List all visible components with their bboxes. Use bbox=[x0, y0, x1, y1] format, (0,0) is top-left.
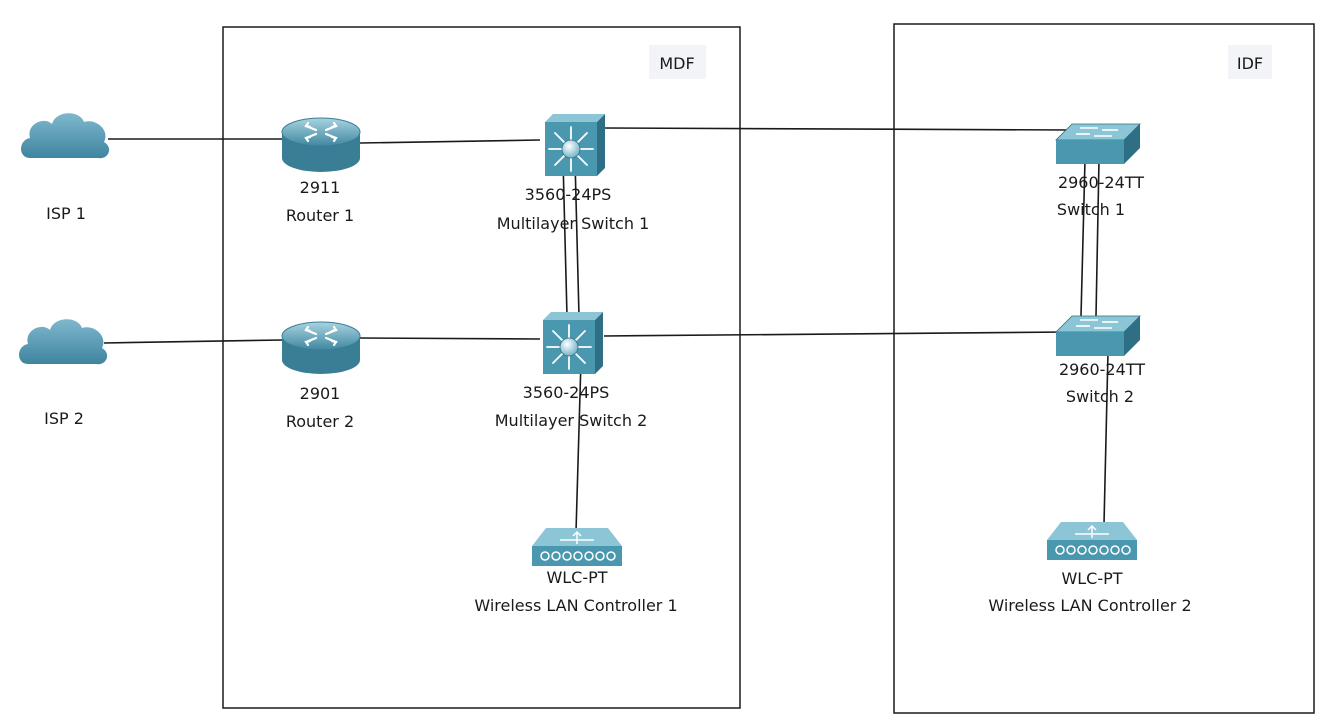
mls2-device[interactable]: 3560-24PS Multilayer Switch 2 bbox=[495, 312, 648, 430]
link-isp2-router2 bbox=[103, 339, 283, 344]
sw2-device[interactable]: 2960-24TT Switch 2 bbox=[1055, 315, 1145, 406]
mls1-name: Multilayer Switch 1 bbox=[497, 214, 650, 233]
isp1-device[interactable]: ISP 1 bbox=[21, 113, 110, 223]
wlc2-model: WLC-PT bbox=[1061, 569, 1122, 588]
link-mls1-sw1 bbox=[603, 127, 1073, 131]
multilayer-switch-icon bbox=[543, 312, 603, 374]
wlc2-name: Wireless LAN Controller 2 bbox=[988, 596, 1191, 615]
router2-name: Router 2 bbox=[286, 412, 354, 431]
mls2-model: 3560-24PS bbox=[523, 383, 610, 402]
link-router1-mls1 bbox=[359, 139, 541, 144]
sw2-name: Switch 2 bbox=[1066, 387, 1134, 406]
router2-model: 2901 bbox=[300, 384, 341, 403]
wireless-lan-controller-icon bbox=[532, 528, 622, 566]
mdf-zone bbox=[222, 26, 741, 709]
link-sw1-sw2-b bbox=[1095, 159, 1100, 317]
router2-device[interactable]: 2901 Router 2 bbox=[281, 321, 361, 431]
sw2-model: 2960-24TT bbox=[1059, 360, 1145, 379]
isp2-device[interactable]: ISP 2 bbox=[19, 319, 108, 428]
link-router2-mls2 bbox=[359, 337, 541, 340]
link-sw1-sw2-a bbox=[1080, 159, 1086, 317]
sw1-name: Switch 1 bbox=[1057, 200, 1125, 219]
mdf-label: MDF bbox=[659, 54, 694, 73]
mls1-model: 3560-24PS bbox=[525, 185, 612, 204]
router1-device[interactable]: 2911 Router 1 bbox=[281, 117, 361, 225]
link-mls1-mls2-b bbox=[574, 159, 580, 317]
wireless-lan-controller-icon bbox=[1047, 522, 1137, 560]
idf-label-box bbox=[1228, 45, 1272, 79]
isp2-name: ISP 2 bbox=[44, 409, 84, 428]
switch-icon bbox=[1055, 123, 1141, 164]
wlc1-name: Wireless LAN Controller 1 bbox=[474, 596, 677, 615]
multilayer-switch-icon bbox=[545, 114, 605, 176]
idf-label: IDF bbox=[1237, 54, 1263, 73]
mls2-name: Multilayer Switch 2 bbox=[495, 411, 648, 430]
sw1-device[interactable]: 2960-24TT Switch 1 bbox=[1055, 123, 1144, 219]
link-mls1-mls2-a bbox=[562, 159, 568, 317]
wlc1-model: WLC-PT bbox=[546, 568, 607, 587]
wlc2-device[interactable]: WLC-PT Wireless LAN Controller 2 bbox=[988, 522, 1192, 615]
sw1-model: 2960-24TT bbox=[1058, 173, 1144, 192]
router1-model: 2911 bbox=[300, 178, 341, 197]
link-mls2-sw2 bbox=[603, 331, 1069, 337]
link-sw2-wlc2 bbox=[1103, 351, 1109, 525]
router1-name: Router 1 bbox=[286, 206, 354, 225]
wlc1-device[interactable]: WLC-PT Wireless LAN Controller 1 bbox=[474, 528, 678, 615]
idf-zone bbox=[893, 23, 1315, 714]
cloud-icon bbox=[21, 113, 110, 159]
isp1-name: ISP 1 bbox=[46, 204, 86, 223]
router-icon bbox=[281, 321, 361, 374]
cloud-icon bbox=[19, 319, 108, 365]
mdf-label-box bbox=[649, 45, 706, 79]
router-icon bbox=[281, 117, 361, 172]
link-mls2-wlc1 bbox=[575, 359, 582, 533]
links bbox=[103, 127, 1109, 533]
switch-icon bbox=[1055, 315, 1141, 356]
mls1-device[interactable]: 3560-24PS Multilayer Switch 1 bbox=[497, 114, 650, 233]
